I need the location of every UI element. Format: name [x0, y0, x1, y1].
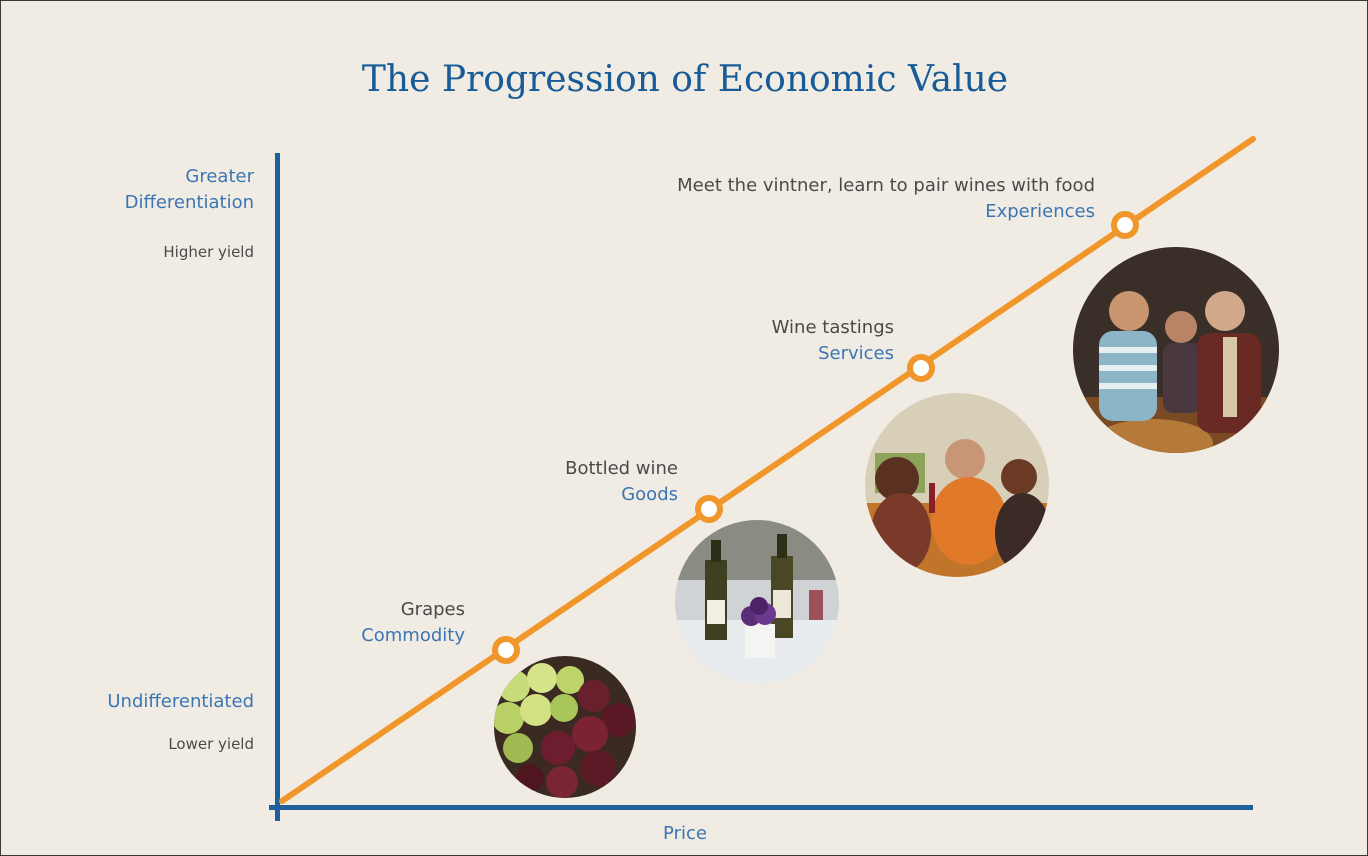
x-axis-line [269, 805, 1253, 810]
stage-marker-commodity [492, 636, 520, 664]
y-axis-top-sublabel: Higher yield [163, 243, 254, 261]
y-axis-bottom-sublabel: Lower yield [168, 735, 254, 753]
y-axis-top-label: Greater Differentiation [124, 166, 254, 213]
stage-category: Goods [621, 484, 678, 505]
wine-tasting-photo [865, 393, 1049, 577]
grapes-photo [494, 656, 636, 798]
stage-example: Meet the vintner, learn to pair wines wi… [677, 175, 1095, 196]
stage-goods: Bottled wine Goods [565, 456, 678, 508]
stage-example: Grapes [400, 599, 465, 620]
bottled-wine-photo [675, 520, 839, 684]
stage-category: Experiences [985, 201, 1095, 222]
y-axis-line [275, 153, 280, 821]
stage-example: Wine tastings [771, 317, 894, 338]
stage-example: Bottled wine [565, 458, 678, 479]
stage-category: Commodity [361, 625, 465, 646]
stage-marker-goods [695, 495, 723, 523]
vintner-photo [1073, 247, 1279, 453]
stage-category: Services [818, 343, 894, 364]
stage-commodity: Grapes Commodity [361, 597, 465, 649]
stage-marker-services [907, 354, 935, 382]
stage-services: Wine tastings Services [772, 315, 894, 367]
diagram-title: The Progression of Economic Value [361, 59, 1009, 100]
stage-experiences: Meet the vintner, learn to pair wines wi… [677, 173, 1095, 225]
stage-marker-experiences [1111, 211, 1139, 239]
x-axis-label: Price [663, 823, 707, 844]
y-axis-bottom-label: Undifferentiated [107, 691, 254, 712]
